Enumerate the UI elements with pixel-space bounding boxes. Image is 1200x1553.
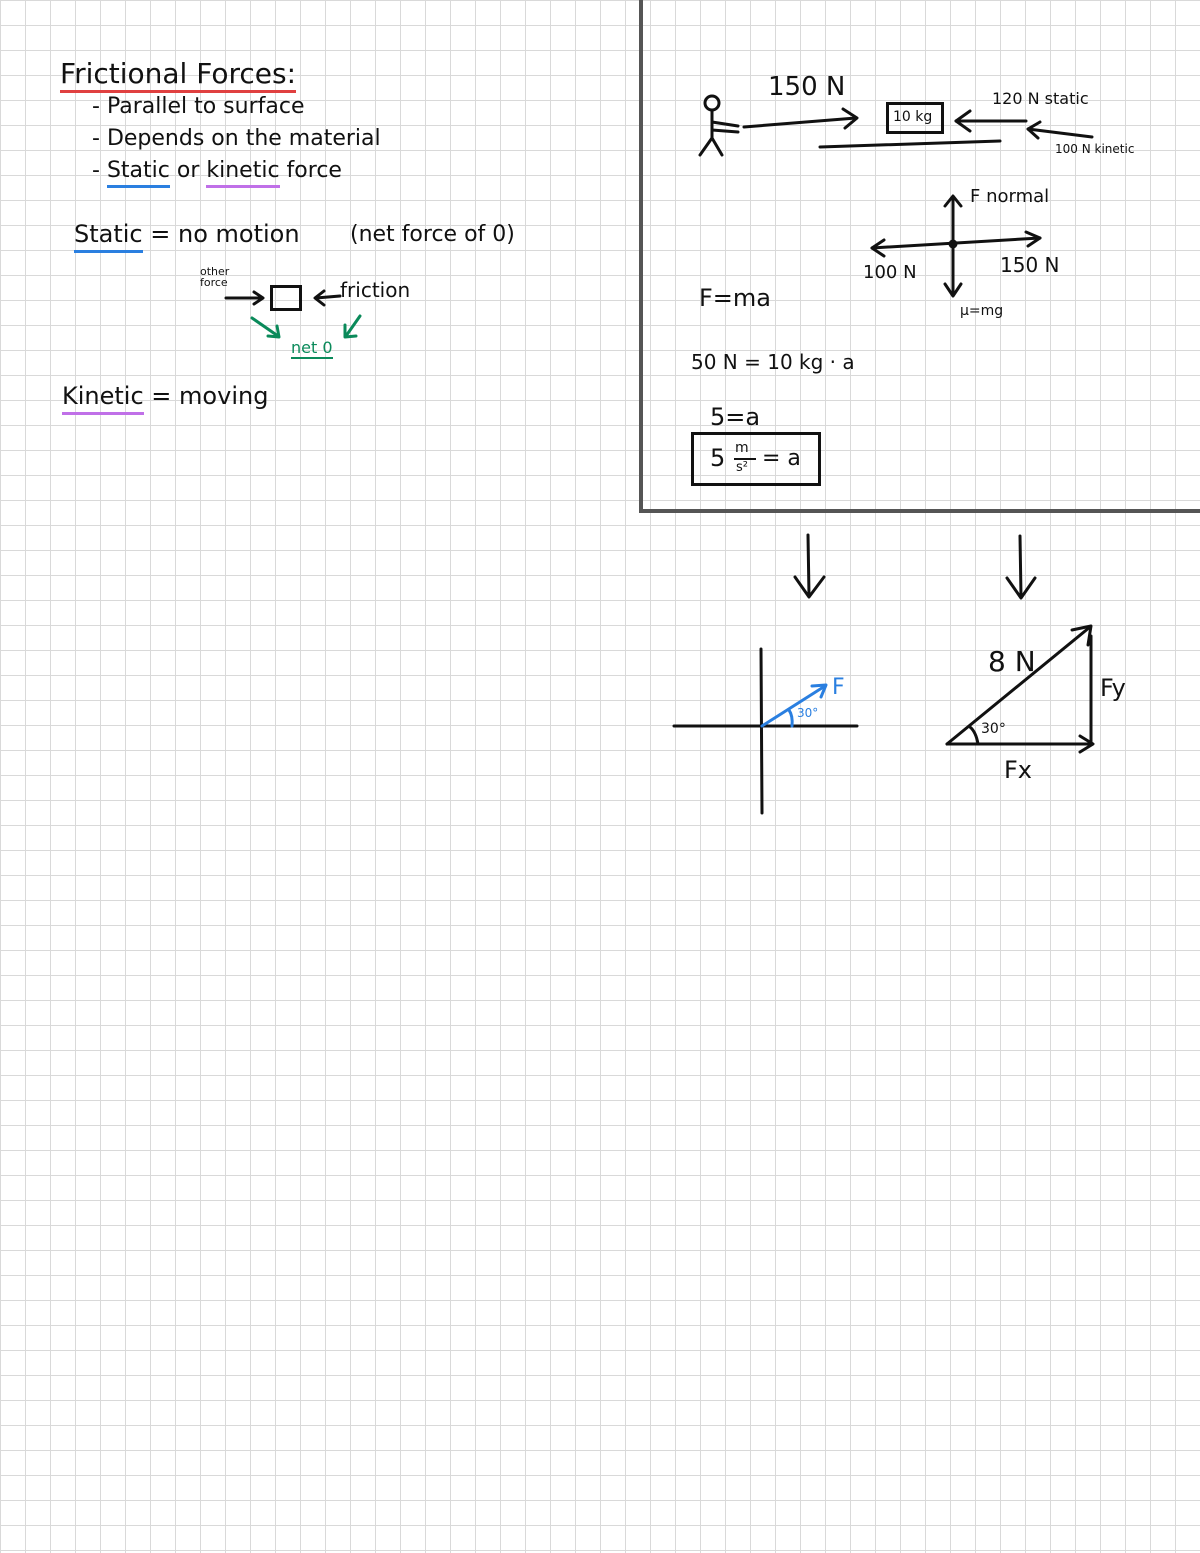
kinetic-definition: Kinetic = moving bbox=[62, 382, 269, 415]
answer-unit-top: m bbox=[735, 440, 749, 456]
static-definition: Static = no motion bbox=[74, 220, 300, 253]
force-word: force bbox=[286, 158, 342, 183]
triangle-hyp-label: 8 N bbox=[988, 645, 1036, 678]
force-vector-f bbox=[760, 683, 828, 728]
bullet-3: - Static or kinetic force bbox=[92, 158, 342, 188]
static-diagram-arrows bbox=[224, 289, 342, 307]
kinetic-friction-arrow bbox=[1026, 120, 1094, 140]
axes-force-label: F bbox=[832, 675, 845, 700]
equation-fma: F=ma bbox=[699, 284, 771, 312]
down-arrow-left bbox=[793, 533, 826, 599]
static-friction-label: 120 N static bbox=[992, 89, 1089, 108]
static-meaning: no motion bbox=[178, 220, 300, 248]
answer-rest: = a bbox=[762, 446, 801, 471]
fbd-down-label: μ=mg bbox=[960, 303, 1004, 319]
fbd-right-label: 150 N bbox=[1000, 253, 1060, 277]
static-note: (net force of 0) bbox=[350, 222, 515, 247]
answer-unit-bottom: s² bbox=[736, 460, 748, 475]
static-word: Static bbox=[106, 158, 170, 188]
answer-box bbox=[691, 432, 821, 486]
free-body-diagram bbox=[870, 194, 1042, 298]
triangle-x-label: Fx bbox=[1004, 756, 1033, 784]
bullet-1: - Parallel to surface bbox=[92, 96, 305, 118]
equals-sign: = bbox=[150, 220, 171, 248]
bullet-text: Depends on the material bbox=[106, 126, 381, 151]
triangle-y-label: Fy bbox=[1100, 674, 1126, 702]
friction-label: friction bbox=[340, 278, 411, 302]
kinetic-meaning: moving bbox=[179, 382, 269, 410]
fbd-normal-label: F normal bbox=[970, 186, 1050, 207]
or-word: or bbox=[176, 158, 200, 183]
bullet-dash: - bbox=[92, 158, 100, 183]
other-force-label: other force bbox=[200, 265, 230, 289]
kinetic-word: kinetic bbox=[206, 158, 280, 188]
equation-step: 5=a bbox=[710, 403, 761, 431]
equals-sign: = bbox=[151, 382, 172, 410]
bullet-2: - Depends on the material bbox=[92, 128, 381, 150]
net-zero-label: net 0 bbox=[291, 338, 333, 359]
bullet-dash: - bbox=[92, 94, 100, 119]
axes-angle-label: 30° bbox=[797, 706, 819, 720]
applied-force-label: 150 N bbox=[768, 72, 846, 102]
block-icon bbox=[270, 285, 302, 311]
mass-label: 10 kg bbox=[893, 109, 933, 125]
equation-substitution: 50 N = 10 kg · a bbox=[691, 350, 855, 374]
kinetic-friction-label: 100 N kinetic bbox=[1055, 142, 1135, 156]
mass-box bbox=[886, 102, 944, 134]
problem-frame bbox=[639, 0, 1200, 513]
applied-force-arrow bbox=[742, 107, 859, 130]
bullet-dash: - bbox=[92, 126, 100, 151]
fbd-left-label: 100 N bbox=[863, 262, 917, 283]
static-term: Static bbox=[74, 220, 143, 253]
coordinate-axes bbox=[672, 647, 859, 815]
net-force-arrows bbox=[250, 314, 362, 339]
down-arrow-right bbox=[1005, 534, 1037, 600]
stick-figure-icon bbox=[698, 94, 740, 157]
kinetic-term: Kinetic bbox=[62, 382, 144, 415]
bullet-text: Parallel to surface bbox=[106, 94, 305, 119]
answer-value: 5 bbox=[710, 444, 726, 472]
triangle-angle-label: 30° bbox=[981, 721, 1006, 737]
fraction-bar bbox=[734, 458, 756, 460]
notes-title: Frictional Forces: bbox=[60, 60, 297, 93]
floor-line bbox=[818, 139, 1002, 149]
force-triangle bbox=[945, 624, 1095, 754]
static-friction-arrow bbox=[954, 109, 1028, 133]
